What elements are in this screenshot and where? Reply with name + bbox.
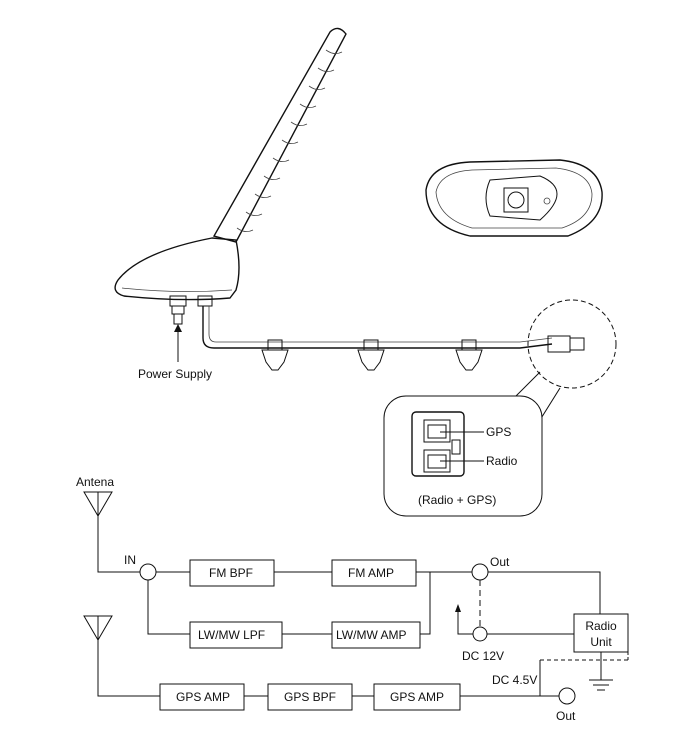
block-diagram: Antena IN FM BPF FM AMP LW/MW LPF LW/MW …	[76, 475, 629, 723]
power-connector	[169, 295, 187, 307]
gps-amp-2-block	[373, 683, 461, 711]
fm-amp-block	[331, 559, 417, 587]
antenna-base	[114, 237, 240, 301]
gps-amp-2-label: GPS AMP	[390, 690, 444, 704]
out-bottom-label: Out	[556, 709, 576, 723]
antenna-base-top-view	[425, 159, 603, 237]
dc12-node	[472, 626, 488, 642]
dc12-label: DC 12V	[462, 649, 504, 663]
power-supply-label: Power Supply	[138, 367, 212, 381]
lwmw-amp-label: LW/MW AMP	[336, 628, 406, 642]
out-top-node	[471, 563, 489, 581]
antenna-coil-rings	[236, 49, 343, 232]
dc45-label: DC 4.5V	[492, 673, 537, 687]
out-bottom-node	[558, 687, 576, 705]
lwmw-amp-block	[331, 621, 421, 649]
fm-bpf-block	[189, 559, 275, 587]
gps-amp-1-label: GPS AMP	[176, 690, 230, 704]
antenna-symbol-top	[83, 491, 113, 517]
antenna-symbol-bottom	[83, 615, 113, 641]
gps-bpf-label: GPS BPF	[284, 690, 336, 704]
cable-connector	[197, 295, 213, 307]
gps-amp-1-block	[159, 683, 245, 711]
lwmw-lpf-label: LW/MW LPF	[198, 628, 265, 642]
out-top-label: Out	[490, 555, 510, 569]
callout-gps-label: GPS	[486, 425, 511, 439]
radio-unit-label-1: Radio	[585, 619, 617, 633]
callout-caption: (Radio + GPS)	[418, 493, 496, 507]
fm-bpf-label: FM BPF	[209, 566, 253, 580]
gps-bpf-block	[267, 683, 353, 711]
magnifier-circle	[527, 299, 617, 389]
radio-unit-label-2: Unit	[590, 635, 612, 649]
fm-amp-label: FM AMP	[348, 566, 394, 580]
connector-callout: GPS Radio (Radio + GPS)	[383, 395, 543, 517]
antenna-cable	[202, 306, 553, 349]
radio-unit-block	[573, 613, 629, 653]
antenna-mast	[212, 27, 347, 243]
lwmw-lpf-block	[189, 621, 283, 649]
antena-label: Antena	[76, 475, 114, 489]
in-label: IN	[124, 553, 136, 567]
antenna-illustration	[114, 27, 617, 421]
in-node	[139, 563, 157, 581]
cable-clips	[261, 339, 483, 371]
callout-radio-label: Radio	[486, 454, 518, 468]
